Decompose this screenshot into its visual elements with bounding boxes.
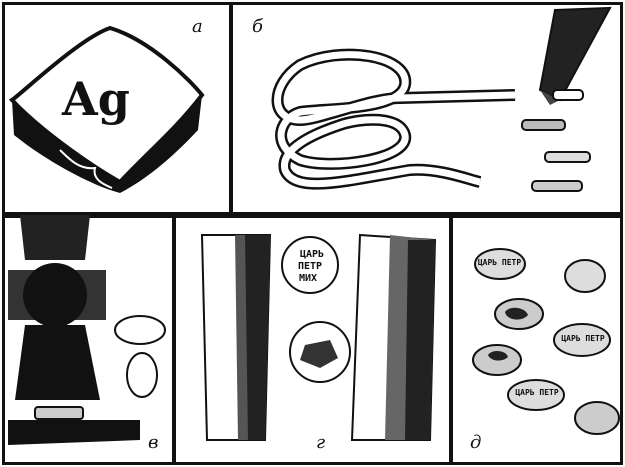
- coin: [574, 401, 620, 435]
- coin-inscription-line2: ПЕТР: [297, 261, 323, 272]
- coin: [564, 259, 606, 293]
- wire-piece: [521, 119, 566, 131]
- panel-e-letter: д: [470, 432, 482, 453]
- flattened-blank: [126, 352, 158, 398]
- flattened-blank: [114, 315, 166, 345]
- panel-d-letter: г: [316, 432, 326, 453]
- coin-inscription-line3: МИХ: [298, 273, 318, 284]
- wire-piece: [552, 89, 584, 101]
- coin-inscription-line1: ЦАРЬ: [299, 249, 325, 260]
- coin-inscription: [281, 236, 339, 294]
- wire-piece: [544, 151, 591, 163]
- upper-die: [20, 215, 90, 260]
- coin: [507, 379, 565, 411]
- coin-label: ЦАРЬ ПЕТР: [477, 258, 522, 267]
- wire-piece: [531, 180, 583, 192]
- ingot-label: Ag: [62, 72, 130, 126]
- panel-b-letter: б: [252, 16, 263, 37]
- coin-label: ЦАРЬ ПЕТР: [561, 334, 605, 343]
- anvil: [8, 420, 140, 445]
- coin: [474, 248, 526, 280]
- panel-c-letter: в: [148, 432, 159, 453]
- panel-a-letter: а: [192, 16, 203, 37]
- coin-label: ЦАРЬ ПЕТР: [515, 388, 559, 397]
- coin: [553, 323, 611, 357]
